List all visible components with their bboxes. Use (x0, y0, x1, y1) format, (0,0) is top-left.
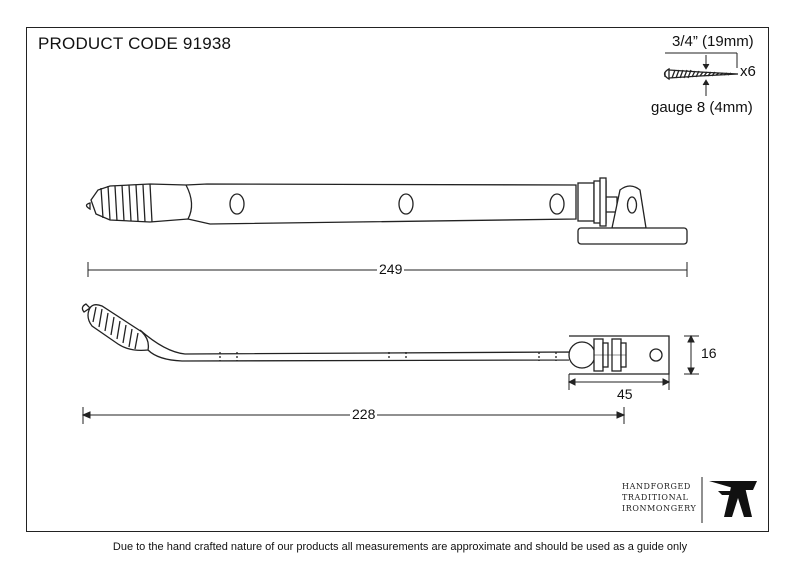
casement-stay-top-view (85, 177, 688, 245)
drawing-frame (26, 27, 769, 532)
screw-gauge-label: gauge 8 (4mm) (651, 99, 753, 116)
anvil-icon (709, 481, 757, 517)
screw-icon (663, 52, 739, 96)
dimension-16-label: 16 (701, 345, 717, 361)
screw-quantity-label: x6 (740, 63, 756, 80)
dimension-45-label: 45 (617, 386, 633, 402)
product-code: PRODUCT CODE 91938 (38, 34, 232, 53)
disclaimer-text: Due to the hand crafted nature of our pr… (112, 541, 688, 553)
dimension-249-label: 249 (377, 261, 405, 277)
dimension-line-45 (567, 374, 671, 390)
brand-line-1: HANDFORGED (622, 482, 691, 491)
brand-text: HANDFORGED TRADITIONAL IRONMONGERY (622, 481, 696, 514)
brand-line-3: IRONMONGERY (622, 504, 697, 513)
brand-line-2: TRADITIONAL (622, 493, 689, 502)
screw-length-label: 3/4” (19mm) (672, 33, 754, 50)
dimension-line-16 (684, 334, 699, 376)
dimension-228-label: 228 (350, 406, 378, 422)
casement-stay-side-view (81, 303, 670, 375)
